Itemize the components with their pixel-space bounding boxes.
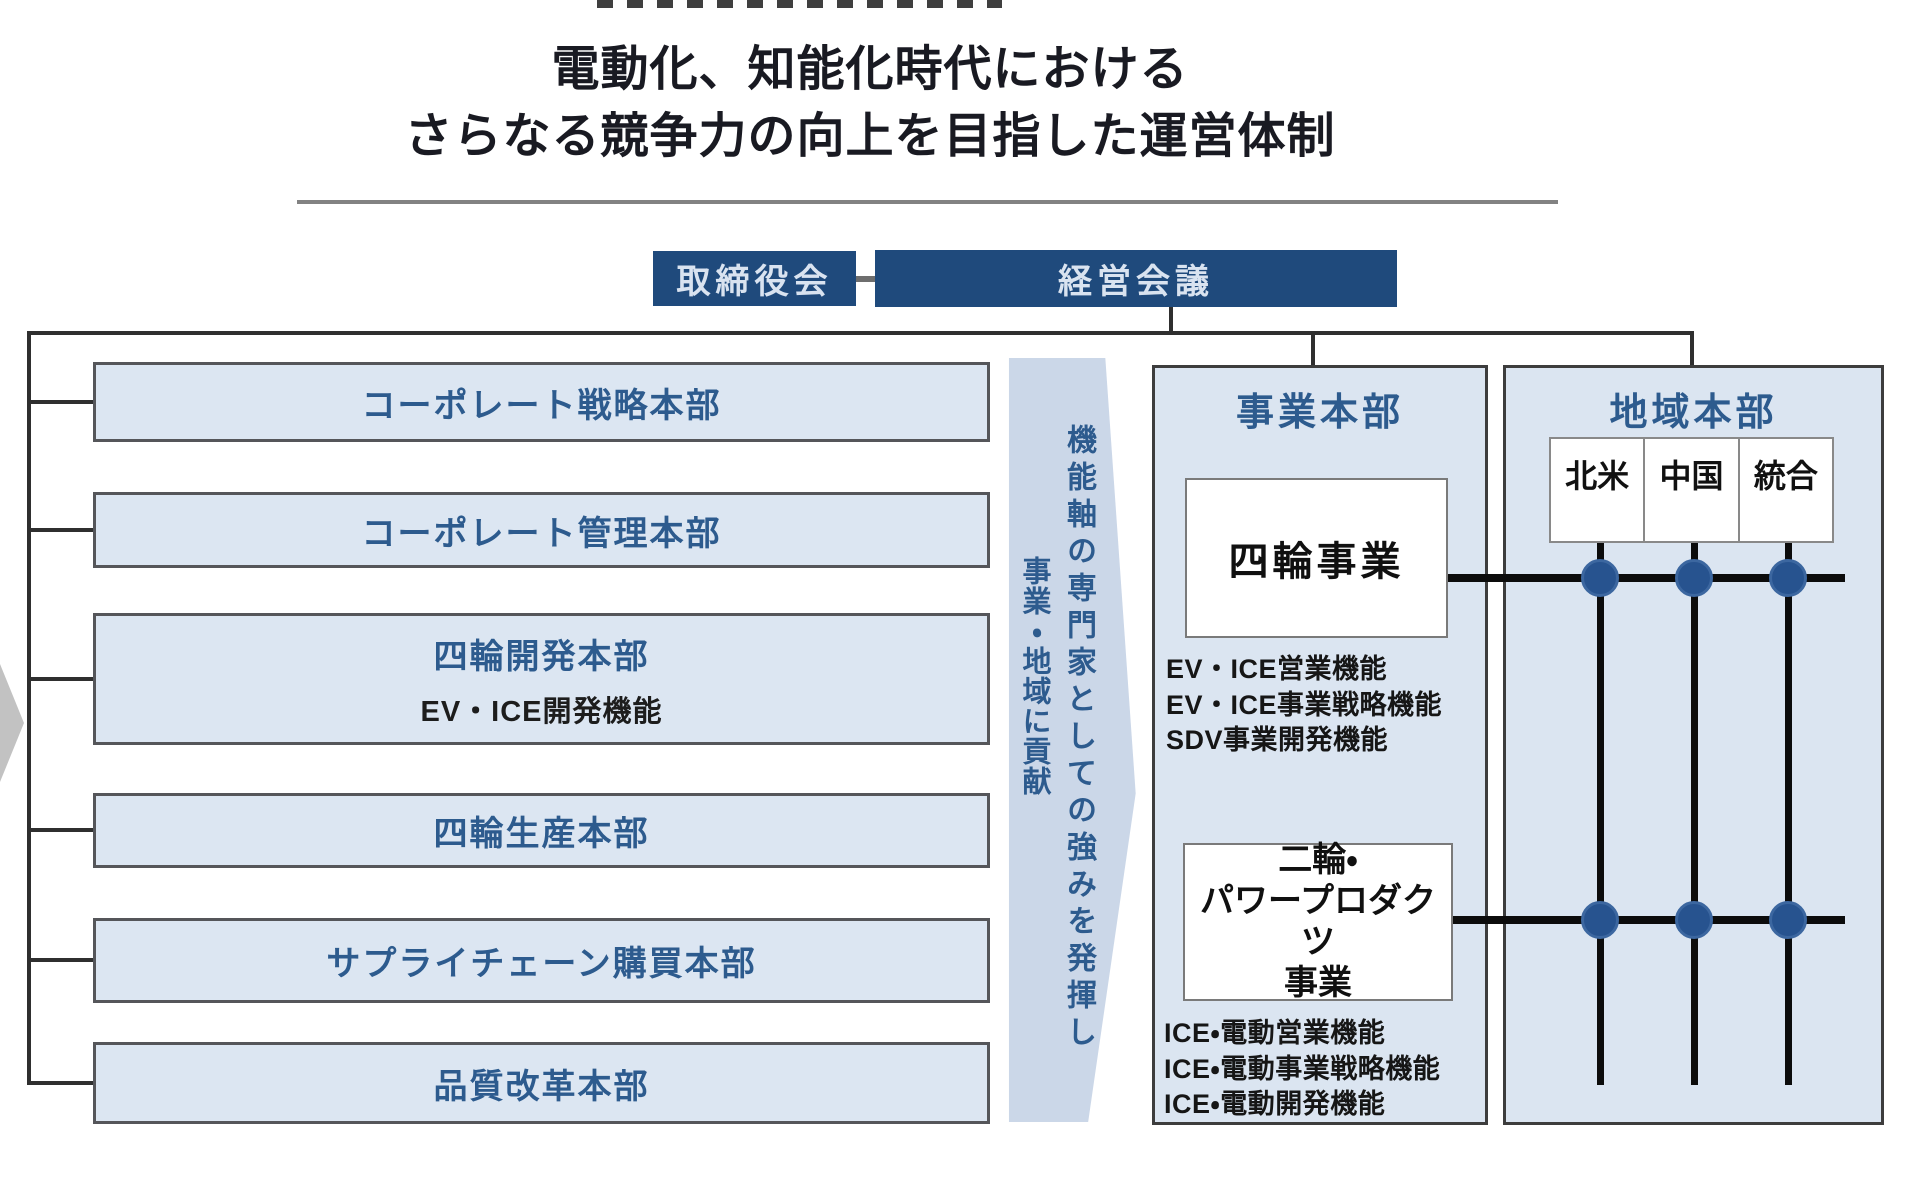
region-cells-row: 北米 中国 統合 (1549, 437, 1834, 543)
cropped-text-fragment (597, 0, 1002, 8)
matrix-hline-moto (1451, 916, 1845, 924)
region-cell-north-america: 北米 (1565, 458, 1630, 494)
connector-regional-drop (1690, 335, 1694, 366)
moto-function-line: ICE・電動営業機能 (1164, 1018, 1386, 1048)
auto-business-label: 四輪事業 (1228, 540, 1405, 584)
title-underline (297, 200, 1558, 204)
region-cell-integrated: 統合 (1737, 439, 1832, 541)
moto-function-line: ICE・電動開発機能 (1164, 1089, 1386, 1120)
connector-stub-3 (31, 677, 94, 681)
business-hq-header: 事業本部 (1235, 392, 1404, 434)
region-cell-china: 中国 (1643, 439, 1737, 541)
matrix-dot-auto-integrated (1769, 559, 1807, 597)
connector-stub-5 (31, 958, 94, 962)
page-title-line1: 電動化、知能化時代における (551, 43, 1189, 96)
connector-stub-1 (31, 400, 94, 404)
division-label: サプライチェーン購買本部 (326, 945, 757, 983)
division-box-supply-chain-purchasing: サプライチェーン購買本部 (93, 918, 990, 1003)
connector-left-bracket (27, 331, 31, 1085)
regional-hq-header: 地域本部 (1609, 392, 1778, 434)
connector-stub-2 (31, 528, 94, 532)
division-label: 四輪開発本部 (433, 637, 650, 676)
connector-stub-4 (31, 828, 94, 832)
connector-stub-6 (31, 1081, 94, 1085)
auto-function-line: SDV事業開発機能 (1166, 725, 1389, 756)
division-box-corporate-administration: コーポレート管理本部 (93, 492, 990, 568)
matrix-dot-moto-integrated (1769, 901, 1807, 939)
matrix-vline-integrated (1785, 543, 1792, 1085)
auto-function-line: EV・ICE事業戦略機能 (1166, 689, 1443, 720)
management-council-label: 経営会議 (1058, 263, 1214, 301)
moto-business-label-line2: パワープロダクツ (1200, 882, 1436, 961)
division-label: コーポレート管理本部 (361, 514, 722, 553)
page-title-line2: さらなる競争力の向上を目指した運営体制 (404, 110, 1336, 164)
division-label: 品質改革本部 (433, 1067, 650, 1106)
moto-business-label-line3: 事業 (1284, 963, 1352, 1002)
division-label: 四輪生産本部 (433, 815, 650, 853)
board-of-directors-label: 取締役会 (676, 263, 833, 301)
division-box-auto-production: 四輪生産本部 (93, 793, 990, 868)
matrix-vline-china (1691, 543, 1698, 1085)
connector-management-drop (1169, 307, 1173, 333)
left-edge-chevron-icon (0, 664, 24, 782)
division-box-auto-development: 四輪開発本部 EV・ICE開発機能 (93, 613, 990, 745)
board-of-directors-box: 取締役会 (653, 251, 856, 306)
division-box-quality-innovation: 品質改革本部 (93, 1042, 990, 1124)
division-sublabel: EV・ICE開発機能 (420, 695, 663, 728)
auto-function-line: EV・ICE営業機能 (1166, 654, 1388, 684)
matrix-dot-auto-north-america (1581, 559, 1619, 597)
division-label: コーポレート戦略本部 (361, 386, 722, 425)
moto-business-label-line1: 二輪・ (1278, 841, 1358, 880)
bridge-arrow-text-col2: 事業・地域に貢献 (1018, 556, 1050, 796)
division-box-corporate-strategy: コーポレート戦略本部 (93, 362, 990, 442)
page-title: 電動化、知能化時代における さらなる競争力の向上を目指した運営体制 (0, 36, 1740, 170)
moto-function-line: ICE・電動事業戦略機能 (1164, 1053, 1441, 1084)
auto-business-box: 四輪事業 (1185, 478, 1448, 638)
connector-business-drop (1311, 335, 1315, 366)
moto-powerproducts-business-box: 二輪・ パワープロダクツ 事業 (1183, 841, 1453, 1002)
management-council-box: 経営会議 (875, 250, 1397, 307)
bridge-arrow-text-col1: 機能軸の専門家としての強みを発揮し (1062, 424, 1095, 1053)
auto-functions-list: EV・ICE営業機能 EV・ICE事業戦略機能 SDV事業開発機能 (1166, 652, 1442, 759)
governance-connector (856, 276, 876, 282)
matrix-dot-moto-china (1675, 901, 1713, 939)
matrix-dot-moto-north-america (1581, 901, 1619, 939)
moto-functions-list: ICE・電動営業機能 ICE・電動事業戦略機能 ICE・電動開発機能 (1164, 1016, 1440, 1123)
connector-branch-line (27, 331, 1694, 335)
matrix-dot-auto-china (1675, 559, 1713, 597)
matrix-hline-auto (1446, 574, 1845, 582)
matrix-vline-north-america (1597, 543, 1604, 1085)
